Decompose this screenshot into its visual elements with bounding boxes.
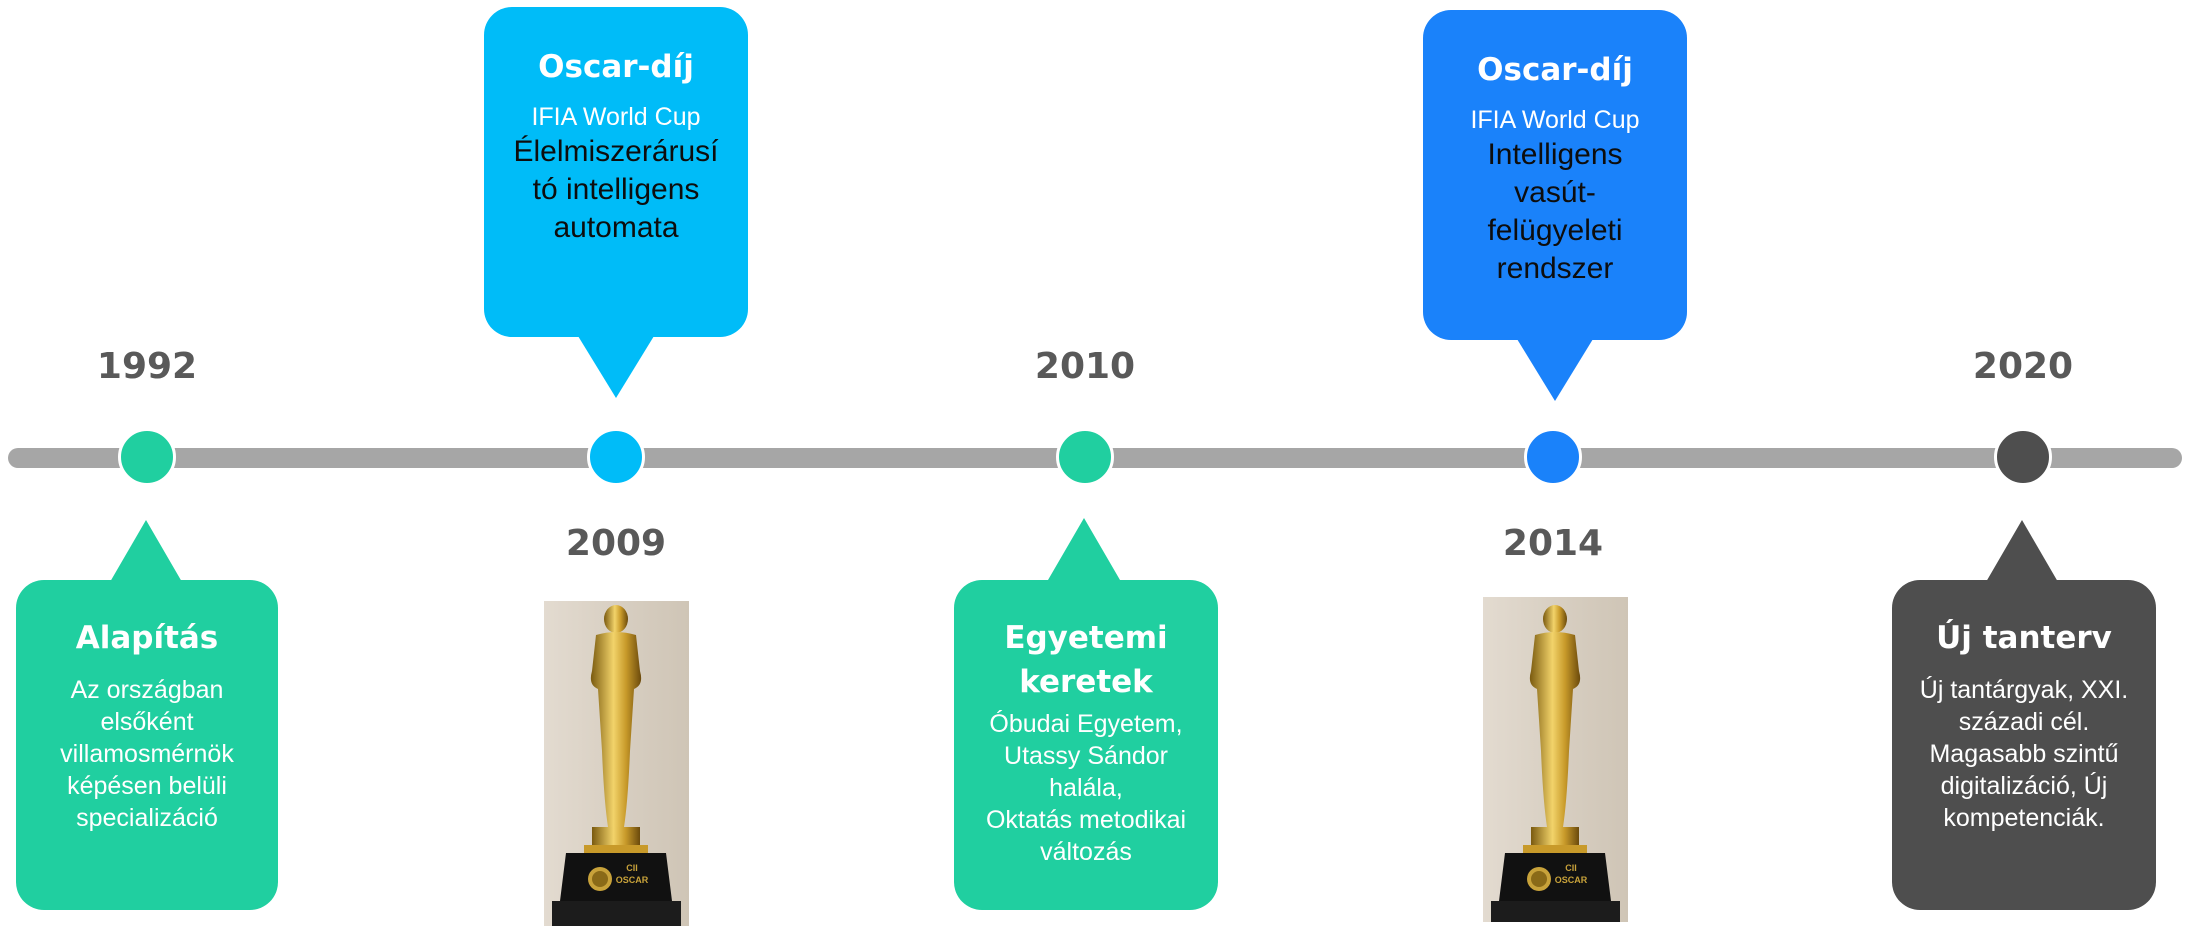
callout-body-line: Magasabb szintű <box>1929 740 2119 768</box>
callout-pointer-egyetemi <box>1048 518 1120 580</box>
year-label-2014: 2014 <box>1502 523 1604 564</box>
callout-title-line: Egyetemi <box>1004 620 1168 656</box>
year-label-2010: 2010 <box>1034 346 1136 387</box>
timeline-dot-2014 <box>1524 428 1582 486</box>
timeline-dot-2009 <box>587 428 645 486</box>
callout-body-line: Óbudai Egyetem, <box>989 710 1183 738</box>
timeline-dot-1992 <box>118 428 176 486</box>
callout-title: Új tanterv <box>1936 620 2112 656</box>
callout-body-line: kompetenciák. <box>1943 804 2105 832</box>
callout-body-line: halála, <box>1049 774 1123 802</box>
callout-text-line: automata <box>553 211 679 244</box>
callout-body-line: villamosmérnök <box>60 740 234 768</box>
callout-subtitle: IFIA World Cup <box>531 103 701 131</box>
callout-pointer-oscar-2014 <box>1517 339 1593 401</box>
callout-body-line: Új tantárgyak, XXI. <box>1919 676 2129 704</box>
callout-body: Új tantárgyak, XXI. századi cél. Magasab… <box>1892 674 2156 834</box>
callout-text-line: felügyeleti <box>1487 214 1623 247</box>
callout-alapitas: Alapítás Az országban elsőként villamosm… <box>16 580 278 910</box>
callout-body-line: képésen belüli <box>67 772 227 800</box>
callout-body-line: Utassy Sándor <box>1004 742 1168 770</box>
callout-text-line: Élelmiszerárusí <box>513 135 719 168</box>
callout-text: Élelmiszerárusí tó intelligens automata <box>484 133 748 247</box>
trophy-plaque-text: OSCAR <box>1555 875 1588 885</box>
callout-title-line: keretek <box>1019 664 1153 700</box>
callout-title: Alapítás <box>75 620 219 656</box>
trophy-plaque-text: CII <box>626 863 638 873</box>
callout-oscar-2009: Oscar-díj IFIA World Cup Élelmiszerárusí… <box>484 7 748 337</box>
callout-body: Az országban elsőként villamosmérnök kép… <box>16 674 278 834</box>
year-label-1992: 1992 <box>96 346 198 387</box>
oscar-trophy-photo-2014: CII OSCAR <box>1483 597 1628 922</box>
callout-text-line: Intelligens <box>1487 138 1623 171</box>
callout-uj-tanterv: Új tanterv Új tantárgyak, XXI. századi c… <box>1892 580 2156 910</box>
callout-text-line: vasút- <box>1514 176 1596 209</box>
callout-pointer-alapitas <box>110 520 182 582</box>
callout-title: Egyetemi keretek <box>954 616 1218 704</box>
callout-body-line: elsőként <box>100 708 194 736</box>
callout-oscar-2014: Oscar-díj IFIA World Cup Intelligens vas… <box>1423 10 1687 340</box>
callout-pointer-tanterv <box>1986 520 2058 582</box>
year-label-2009: 2009 <box>565 523 667 564</box>
callout-text-line: tó intelligens <box>532 173 700 206</box>
timeline-dot-2010 <box>1056 428 1114 486</box>
trophy-plaque-text: CII <box>1565 863 1577 873</box>
callout-body-line: specializáció <box>76 804 218 832</box>
callout-body-line: századi cél. <box>1958 708 2090 736</box>
callout-text: Intelligens vasút- felügyeleti rendszer <box>1423 136 1687 288</box>
callout-body-line: digitalizáció, Új <box>1940 772 2108 800</box>
callout-subtitle: IFIA World Cup <box>1470 106 1640 134</box>
callout-body-line: változás <box>1040 838 1132 866</box>
callout-pointer-oscar-2009 <box>578 336 654 398</box>
callout-body: Óbudai Egyetem, Utassy Sándor halála, Ok… <box>954 708 1218 868</box>
callout-title: Oscar-díj <box>538 49 694 85</box>
callout-egyetemi-keretek: Egyetemi keretek Óbudai Egyetem, Utassy … <box>954 580 1218 910</box>
trophy-plaque-text: OSCAR <box>616 875 649 885</box>
timeline-dot-2020 <box>1994 428 2052 486</box>
year-label-2020: 2020 <box>1972 346 2074 387</box>
oscar-trophy-photo-2009: CII OSCAR <box>544 601 689 926</box>
callout-body-line: Az országban <box>70 676 224 704</box>
callout-title: Oscar-díj <box>1477 52 1633 88</box>
callout-body-line: Oktatás metodikai <box>985 806 1187 834</box>
callout-text-line: rendszer <box>1496 252 1614 285</box>
